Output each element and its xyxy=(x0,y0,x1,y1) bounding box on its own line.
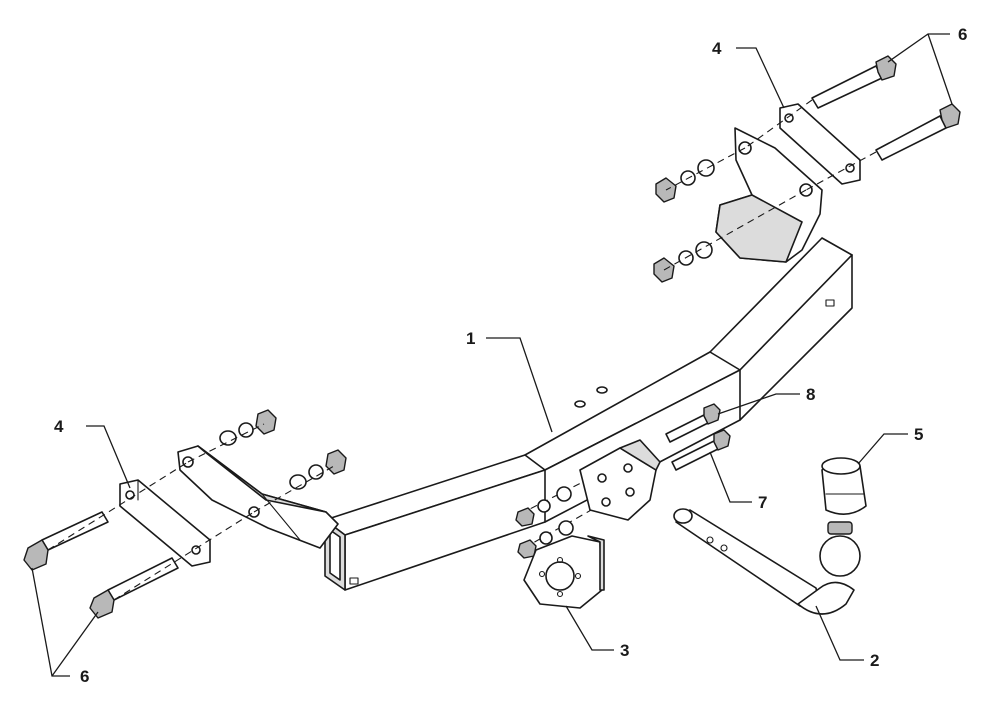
bolt-right-upper xyxy=(811,55,897,109)
leader-lines xyxy=(31,33,953,677)
right-spacer-plate xyxy=(779,103,861,185)
bolt-8 xyxy=(665,403,721,443)
callout-4-left: 4 xyxy=(54,417,64,436)
callout-8: 8 xyxy=(806,385,815,404)
mount-washers-nuts xyxy=(515,486,574,559)
right-side-bracket xyxy=(715,127,823,263)
callout-4-right: 4 xyxy=(712,39,722,58)
socket-plate xyxy=(523,535,605,609)
callout-3: 3 xyxy=(620,641,629,660)
bolt-7 xyxy=(671,429,731,471)
bolt-left-lower xyxy=(89,557,179,619)
crossbar xyxy=(324,237,853,591)
callout-6-left: 6 xyxy=(80,667,89,686)
callout-2: 2 xyxy=(870,651,879,670)
callout-7: 7 xyxy=(758,493,767,512)
bolt-left-upper xyxy=(23,511,109,571)
callout-1: 1 xyxy=(466,329,475,348)
callout-6-right: 6 xyxy=(958,25,967,44)
ball-cover xyxy=(821,457,867,515)
callout-5: 5 xyxy=(914,425,923,444)
washers-nuts-right-lower xyxy=(653,241,713,283)
bolt-right-lower xyxy=(875,103,961,161)
washers-nuts-left-lower xyxy=(289,449,347,490)
tow-ball-neck xyxy=(673,508,861,615)
washers-nuts-right-upper xyxy=(655,159,715,203)
callout-labels: 1 2 3 4 4 5 6 6 7 8 xyxy=(54,25,967,686)
tow-mount-plate xyxy=(579,439,661,521)
washers-nuts-left-upper xyxy=(219,409,277,446)
left-spacer-plate xyxy=(119,479,211,567)
